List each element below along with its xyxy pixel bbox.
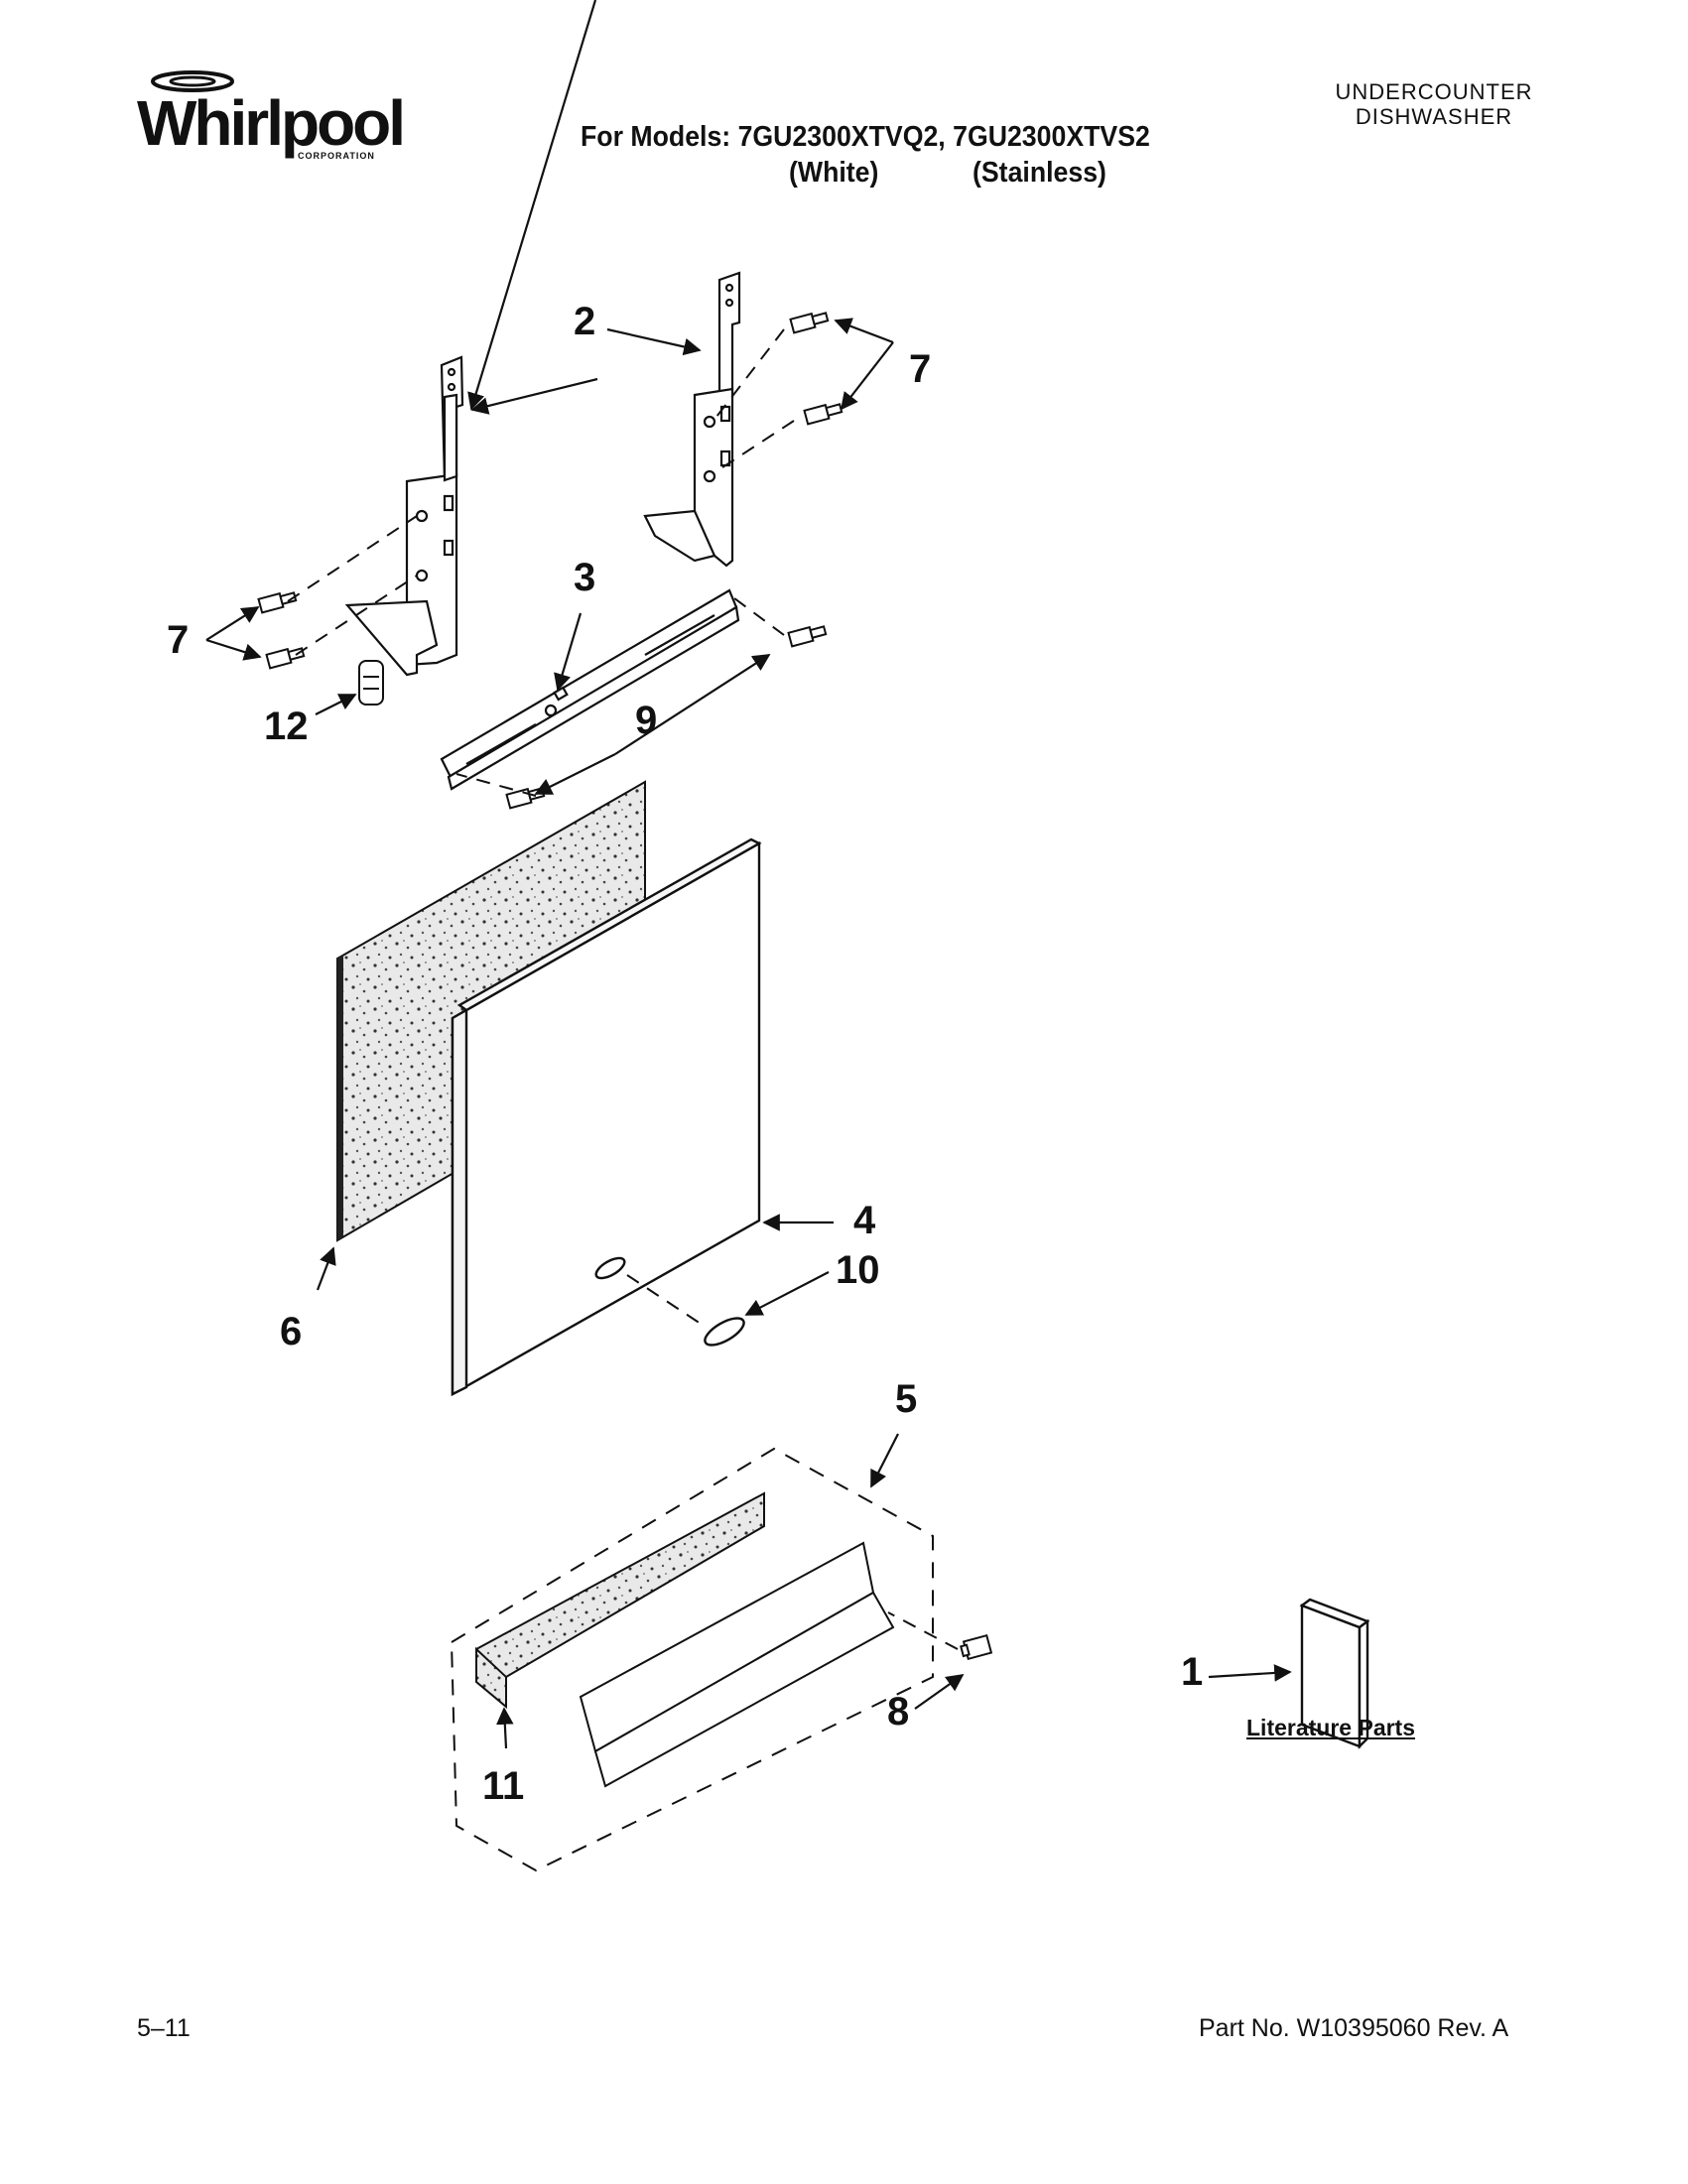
callout-2: 2 <box>574 300 596 343</box>
brand-name: Whirlpool <box>137 87 406 159</box>
callout-8: 8 <box>887 1690 910 1734</box>
part-number: Part No. W10395060 Rev. A <box>1199 2014 1509 2042</box>
right-door-bracket <box>643 271 741 568</box>
page-number: 5–11 <box>137 2014 191 2042</box>
variant-stainless: (Stainless) <box>973 157 1106 189</box>
brand-sub: CORPORATION <box>298 151 375 161</box>
category-line-1: UNDERCOUNTER <box>1335 79 1533 104</box>
callout-7-right: 7 <box>909 347 932 391</box>
left-door-bracket <box>344 355 464 677</box>
literature-parts-book <box>1299 1598 1370 1749</box>
callout-9: 9 <box>635 699 658 742</box>
leader-2-left <box>467 0 597 411</box>
callout-4: 4 <box>853 1199 876 1242</box>
callout-5: 5 <box>895 1377 918 1421</box>
callout-7-left: 7 <box>167 618 190 662</box>
callout-3: 3 <box>574 556 596 599</box>
callout-11: 11 <box>482 1764 525 1808</box>
outer-door-panel <box>451 837 762 1397</box>
literature-parts-label: Literature Parts <box>1246 1715 1416 1740</box>
models-title: For Models: 7GU2300XTVQ2, 7GU2300XTVS2 <box>581 121 1150 153</box>
callout-12: 12 <box>264 705 309 748</box>
leader-lines <box>205 0 1292 1749</box>
screw-set <box>257 312 993 1661</box>
logo-swoosh-icon <box>151 70 234 92</box>
cable-clip <box>358 660 384 706</box>
toe-kick-assembly <box>450 1447 934 1872</box>
callout-1: 1 <box>1181 1650 1204 1694</box>
callout-10: 10 <box>836 1248 880 1292</box>
brand-logo: Whirlpool CORPORATION <box>133 62 406 171</box>
callout-6: 6 <box>280 1310 303 1353</box>
dashed-part-guides <box>287 328 959 1650</box>
category-line-2: DISHWASHER <box>1355 104 1513 130</box>
top-rail-bracket <box>440 588 740 791</box>
variant-white: (White) <box>789 157 879 189</box>
category-label: UNDERCOUNTER DISHWASHER <box>1320 79 1548 130</box>
